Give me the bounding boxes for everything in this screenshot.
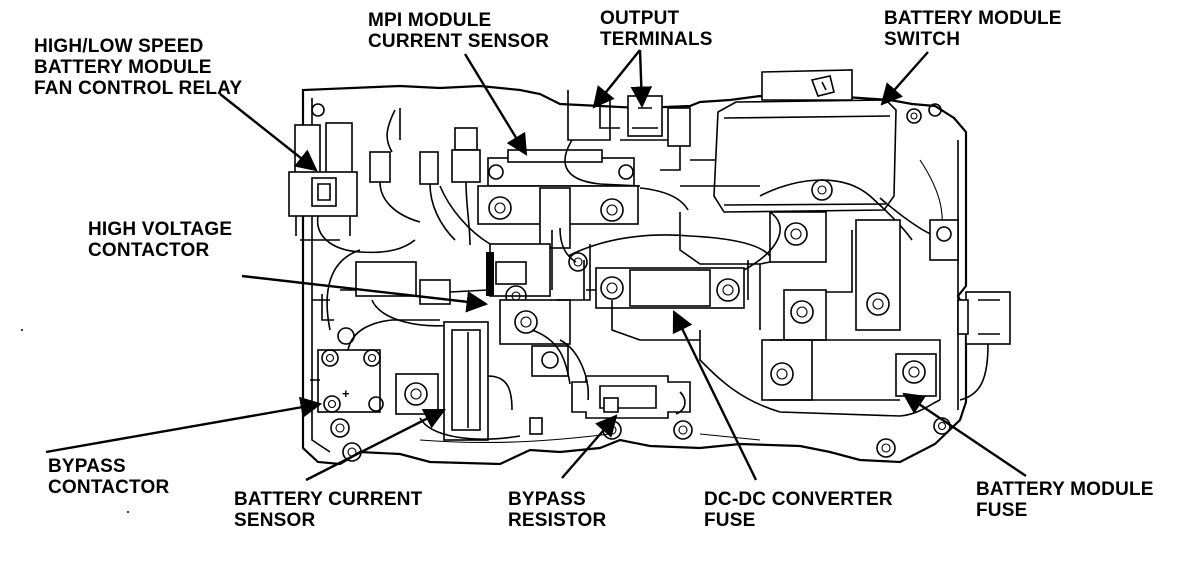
hv-contactor-drawing	[340, 230, 591, 377]
label-battery-current-sensor: BATTERY CURRENT SENSOR	[234, 489, 422, 531]
battery-current-sensor-drawing	[395, 321, 521, 441]
bypass-contactor-drawing: +	[310, 249, 440, 413]
bypass-resistor-drawing	[529, 329, 691, 435]
label-line: TERMINALS	[600, 29, 713, 50]
label-mpi-current-sensor: MPI MODULE CURRENT SENSOR	[368, 10, 549, 52]
label-battery-module-fuse: BATTERY MODULE FUSE	[976, 479, 1154, 521]
right-connector	[957, 291, 1011, 401]
fan-relay-drawing	[288, 122, 416, 254]
label-bypass-contactor: BYPASS CONTACTOR	[48, 456, 169, 498]
label-line: HIGH/LOW SPEED	[34, 36, 204, 57]
label-high-voltage-contactor: HIGH VOLTAGE CONTACTOR	[88, 219, 232, 261]
leader-lines	[45, 49, 1027, 482]
battery-module-switch-drawing	[713, 69, 944, 241]
dcdc-fuse-drawing	[567, 211, 781, 309]
label-line: CURRENT SENSOR	[368, 31, 550, 52]
label-line: MPI MODULE	[368, 10, 492, 31]
label-output-terminals: OUTPUT TERMINALS	[600, 8, 713, 50]
label-line: BATTERY MODULE	[884, 8, 1062, 29]
label-line: RESISTOR	[508, 510, 607, 531]
label-line: FUSE	[976, 500, 1028, 521]
label-line: HIGH VOLTAGE	[88, 219, 233, 240]
label-line: FAN CONTROL RELAY	[34, 78, 243, 99]
label-line: SENSOR	[234, 510, 316, 531]
mounting-holes	[311, 103, 951, 462]
label-bypass-resistor: BYPASS RESISTOR	[508, 489, 606, 531]
label-line: OUTPUT	[600, 8, 680, 29]
label-line: BYPASS	[48, 456, 126, 477]
label-fan-control-relay: HIGH/LOW SPEED BATTERY MODULE FAN CONTRO…	[34, 36, 242, 99]
label-line: DC-DC CONVERTER	[704, 489, 893, 510]
upper-connectors	[369, 108, 481, 246]
label-line: CONTACTOR	[48, 477, 170, 498]
label-line: BYPASS	[508, 489, 586, 510]
label-line: BATTERY CURRENT	[234, 489, 423, 510]
label-line: SWITCH	[884, 29, 961, 50]
label-line: BATTERY MODULE	[976, 479, 1154, 500]
mpi-current-sensor-drawing	[477, 149, 639, 249]
svg-text:+: +	[342, 386, 350, 401]
label-battery-module-switch: BATTERY MODULE SWITCH	[884, 8, 1062, 50]
label-line: BATTERY MODULE	[34, 57, 212, 78]
label-line: CONTACTOR	[88, 240, 210, 261]
label-dcdc-converter-fuse: DC-DC CONVERTER FUSE	[704, 489, 893, 531]
wire-harness	[300, 159, 941, 444]
label-line: FUSE	[704, 510, 756, 531]
